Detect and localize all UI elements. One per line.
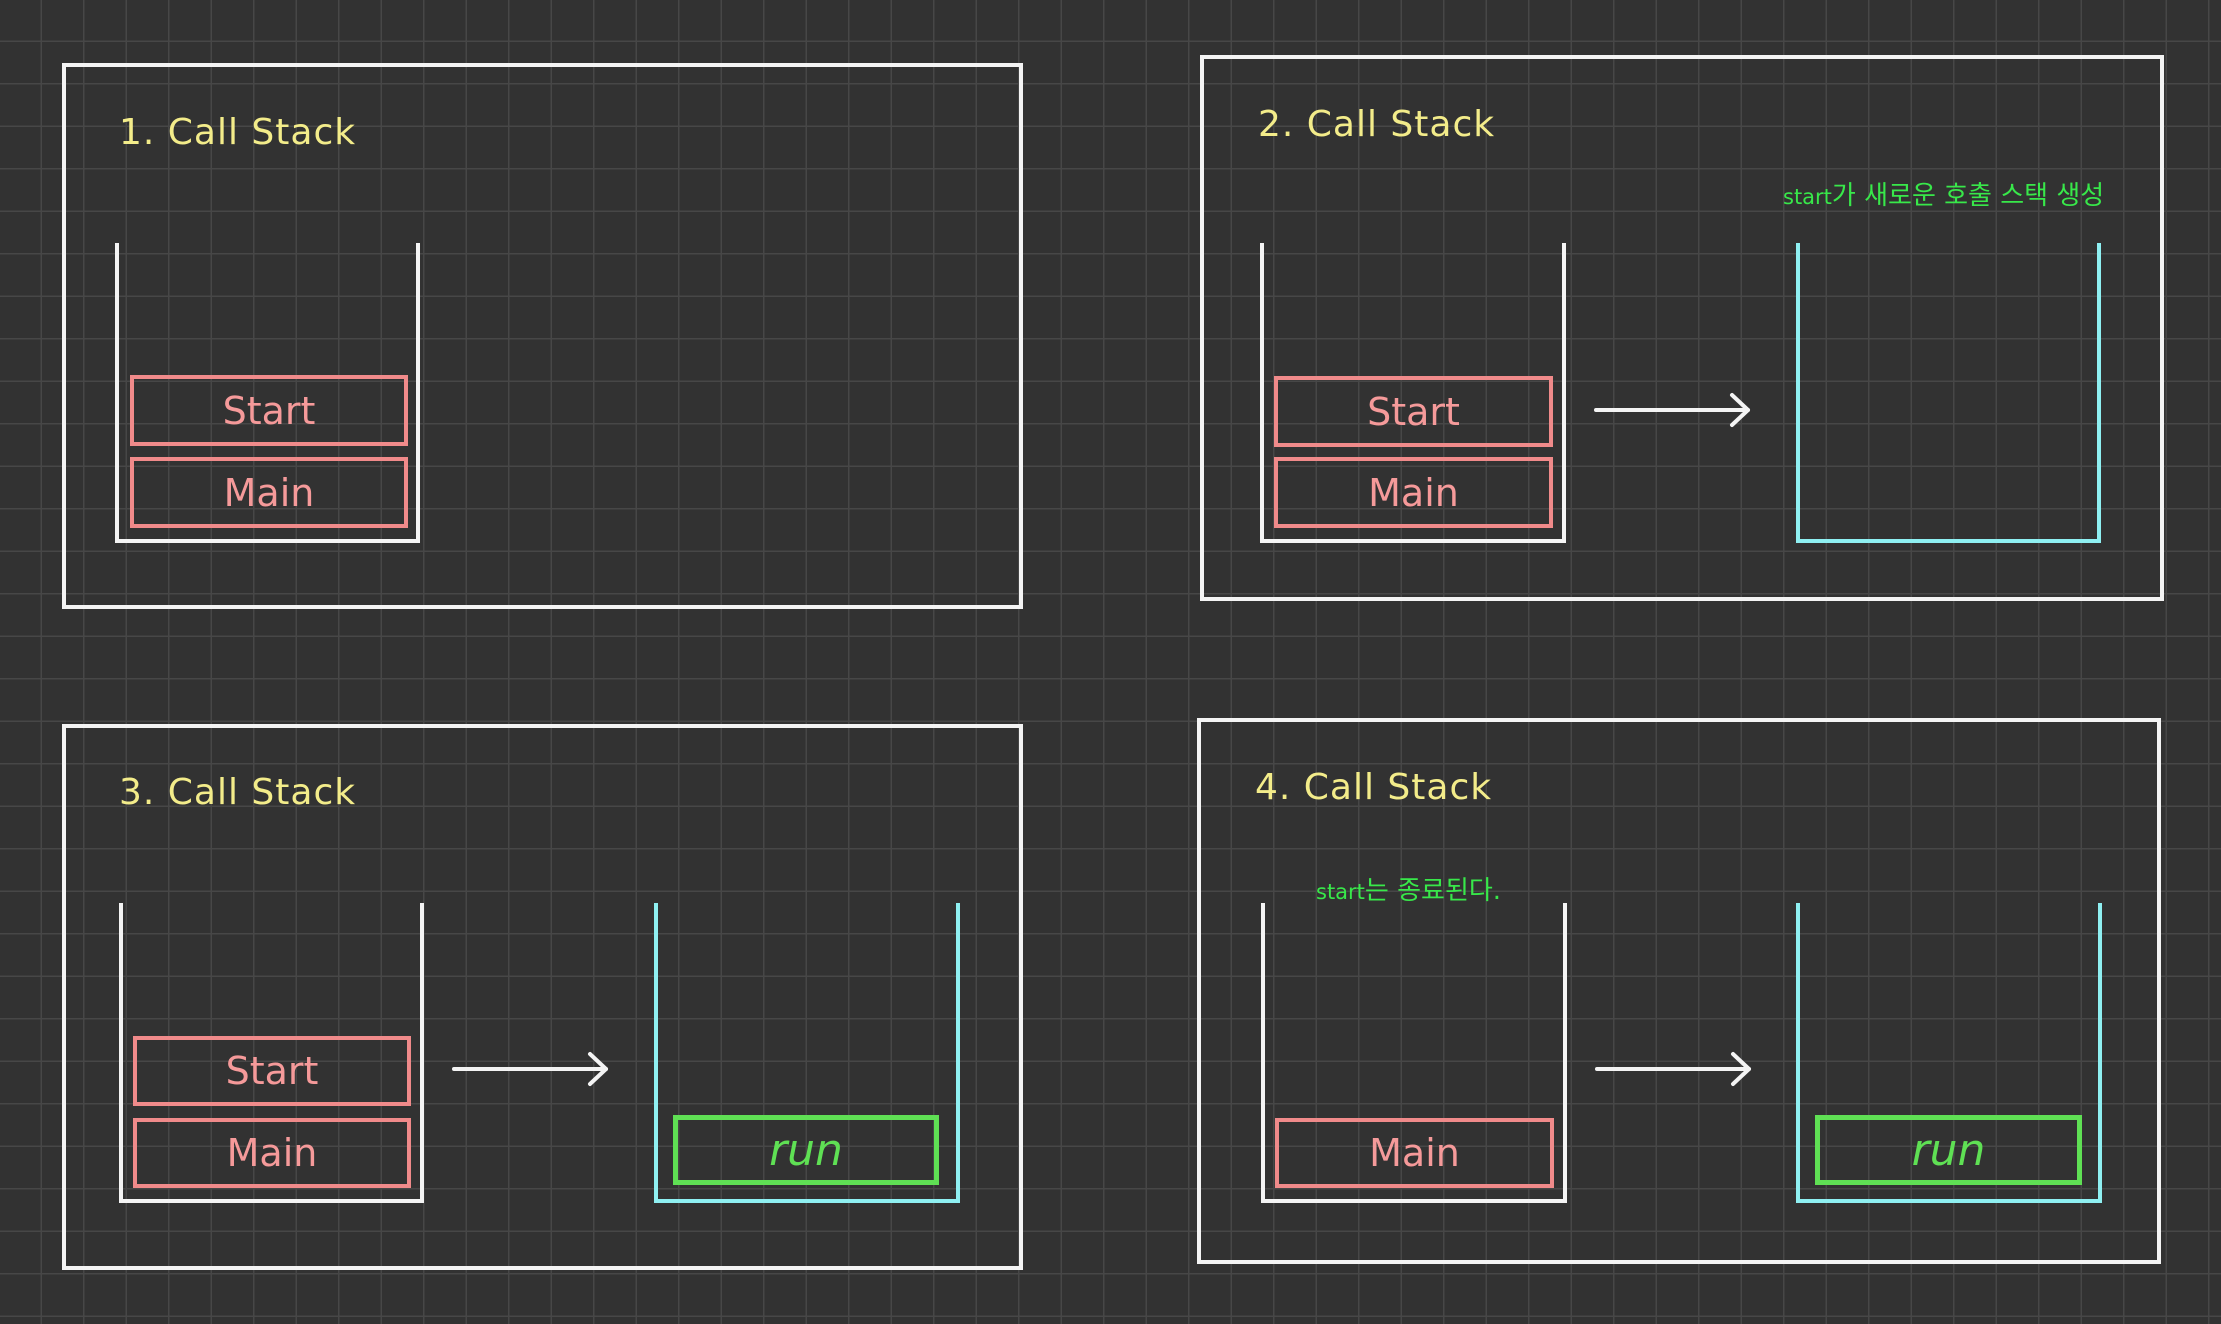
panel-4-arrow-right-icon [1595, 1052, 1751, 1086]
panel-4-frame-main: Main [1275, 1118, 1554, 1188]
panel-2-arrow-right-icon [1594, 393, 1750, 427]
panel-2-new-stack [1796, 243, 2101, 543]
panel-4-note-prefix: start [1316, 880, 1365, 904]
panel-2 [1200, 55, 2164, 601]
panel-3 [62, 724, 1023, 1270]
panel-2-frame-main: Main [1274, 457, 1553, 528]
panel-3-frame-run: run [673, 1115, 939, 1185]
panel-4 [1197, 718, 2161, 1264]
panel-1 [62, 63, 1023, 609]
panel-2-note-prefix: start [1783, 185, 1832, 209]
panel-3-new-stack [654, 903, 960, 1203]
panel-4-note: start는 종료된다. [1316, 870, 1501, 907]
panel-2-frame-start: Start [1274, 376, 1553, 447]
panel-4-new-stack [1796, 903, 2102, 1203]
panel-4-note-text: 는 종료된다. [1364, 876, 1502, 906]
panel-2-note: start가 새로운 호출 스택 생성 [1783, 175, 2104, 212]
panel-2-main-stack [1260, 243, 1566, 543]
panel-3-frame-main: Main [133, 1118, 411, 1188]
panel-4-title: 4. Call Stack [1255, 767, 1493, 808]
panel-2-note-text: 가 새로운 호출 스택 생성 [1831, 181, 2105, 211]
panel-4-frame-run: run [1815, 1115, 2082, 1185]
panel-1-main-stack [115, 243, 420, 543]
panel-3-arrow-right-icon [452, 1052, 608, 1086]
panel-3-frame-start: Start [133, 1036, 411, 1106]
panel-1-title: 1. Call Stack [119, 112, 357, 153]
panel-1-frame-main: Main [130, 457, 408, 528]
panel-2-title: 2. Call Stack [1258, 104, 1496, 145]
panel-4-main-stack [1261, 903, 1567, 1203]
panel-3-title: 3. Call Stack [119, 772, 357, 813]
panel-1-frame-start: Start [130, 375, 408, 446]
panel-3-main-stack [119, 903, 424, 1203]
